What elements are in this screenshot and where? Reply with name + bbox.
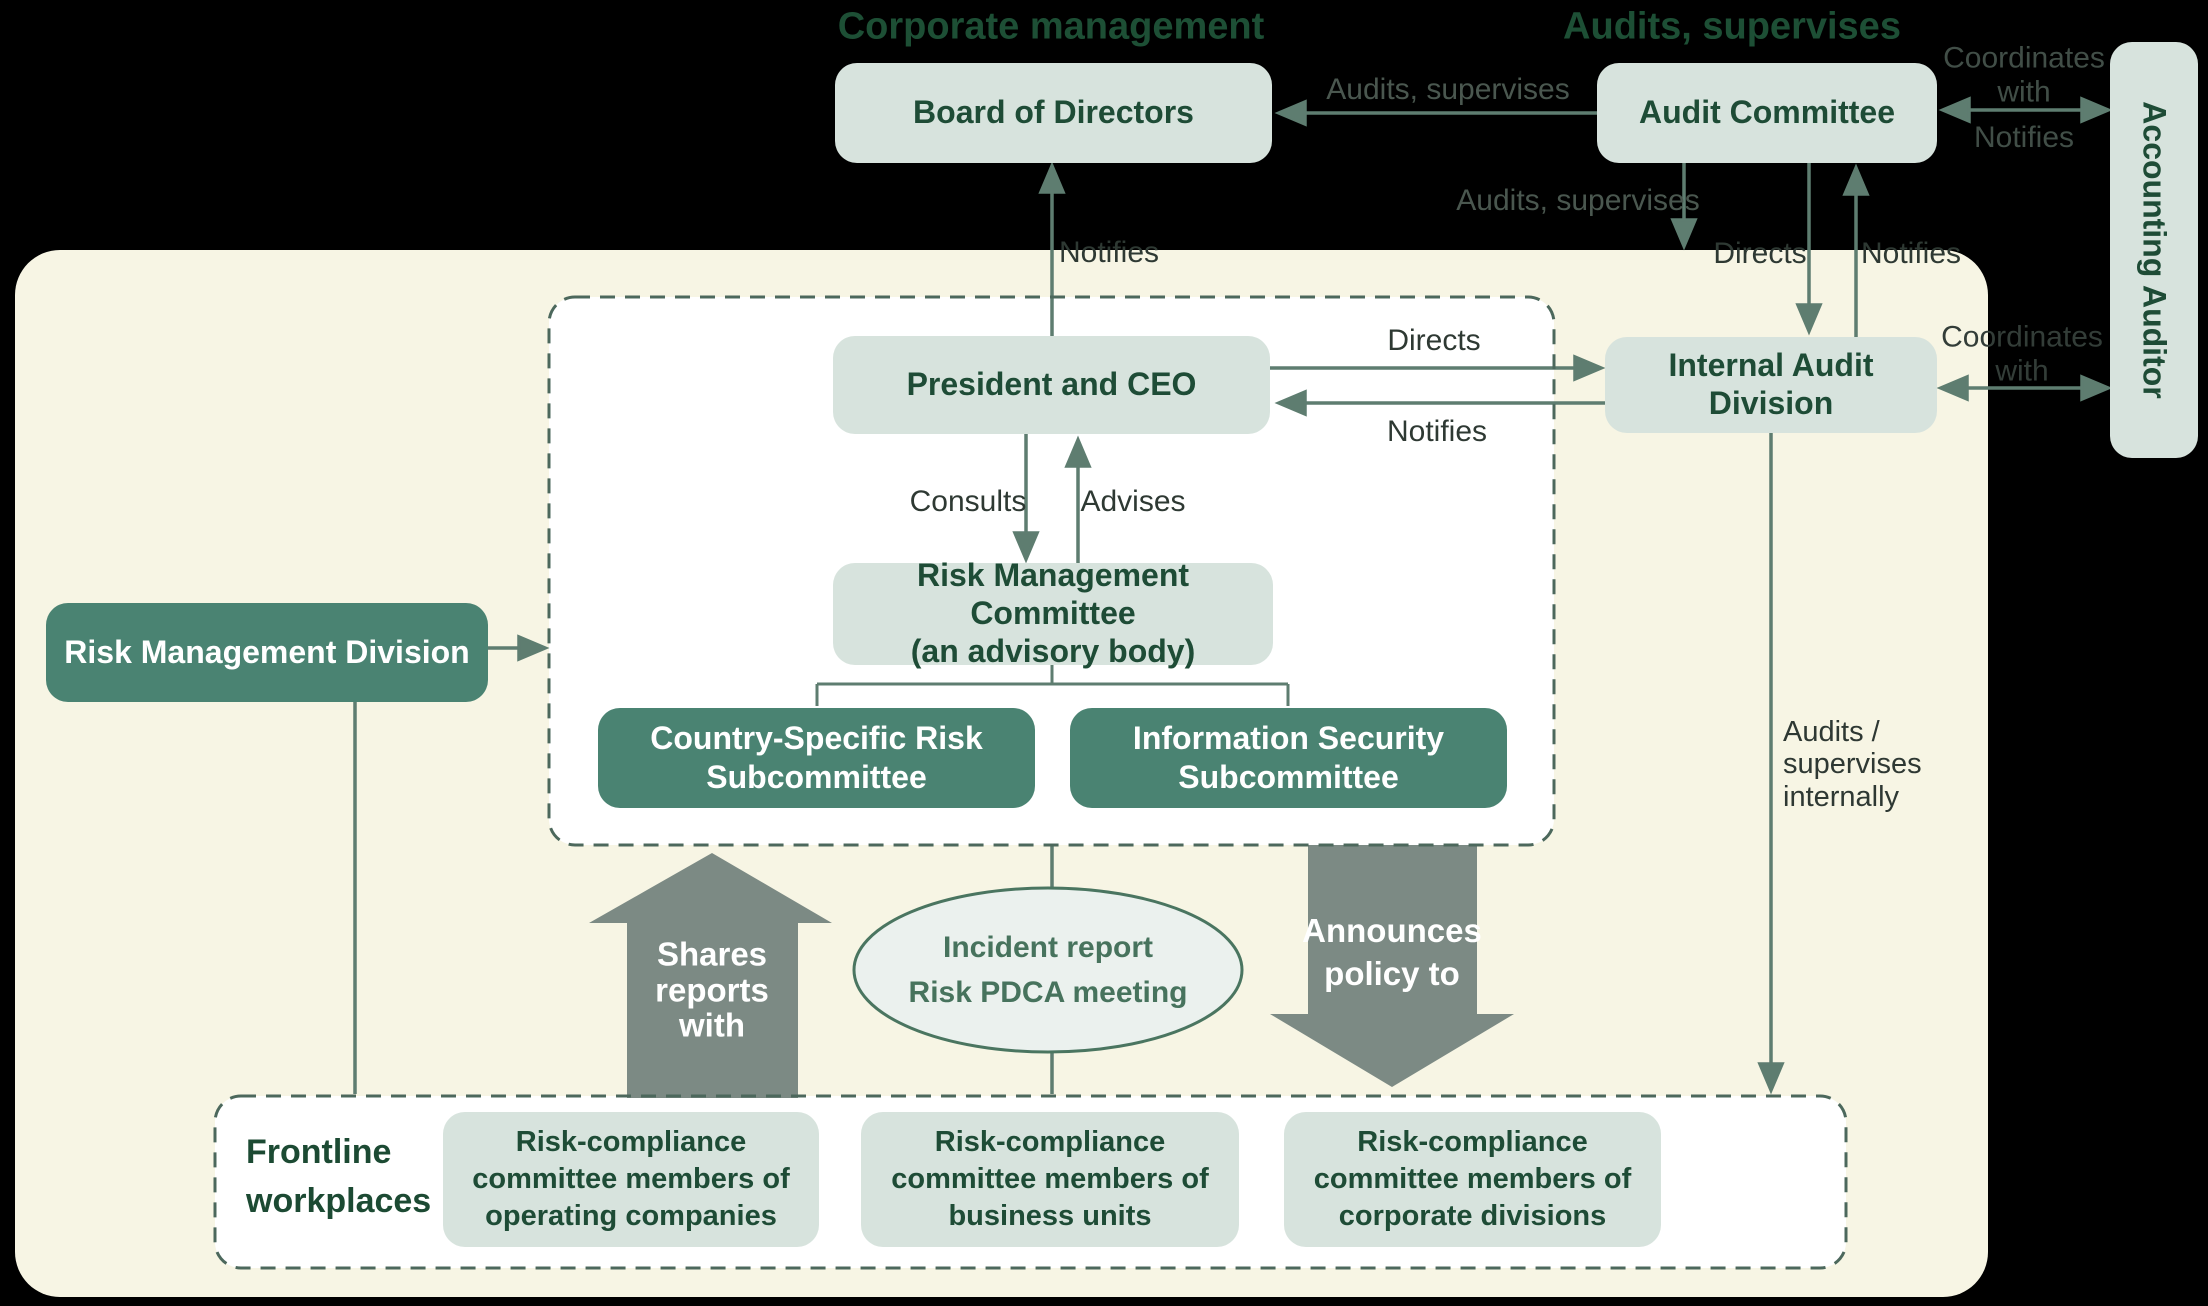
box-label-line1: Risk-compliance — [1357, 1125, 1588, 1158]
incident-ellipse — [852, 886, 1244, 1054]
label-line: with — [1995, 354, 2049, 387]
label-line: Audits / — [1783, 716, 1880, 748]
executive-group-border — [547, 295, 1556, 847]
label-line: Risk PDCA meeting — [908, 976, 1188, 1009]
box-label-line1: Risk-compliance — [515, 1125, 747, 1158]
box-label-line2: Subcommittee — [1178, 759, 1399, 795]
box-label-line1: Risk-compliance — [934, 1125, 1166, 1158]
box-label-line2: Subcommittee — [706, 759, 927, 795]
box-label-line3: operating companies — [485, 1200, 777, 1233]
label-line: Announces — [1302, 912, 1482, 950]
label-line: Coordinates — [1941, 320, 2103, 354]
up-arrow-shares — [589, 853, 832, 1098]
label-audits-internally: Audits / supervises internally — [1783, 716, 1922, 813]
box-accounting-auditor-label: Accounting Auditor — [2136, 101, 2173, 399]
label-audits-supervises-mid: Audits, supervises — [1456, 184, 1700, 218]
arrowhead-up-advises — [1064, 435, 1092, 468]
heading-corporate-management: Corporate management — [837, 5, 1265, 48]
box-label-line2: (an advisory body) — [910, 632, 1196, 669]
box-label-line2: committee members of — [891, 1162, 1209, 1195]
box-label: Internal Audit Division — [1668, 347, 1874, 421]
label-directs-ac: Directs — [1713, 237, 1807, 271]
label-line: reports — [655, 971, 769, 1009]
box-label-line2: committee members of — [472, 1162, 790, 1195]
heading-audits-supervises: Audits, supervises — [1563, 5, 1901, 48]
label-notifies-president: Notifies — [1386, 415, 1488, 449]
label-directs-president: Directs — [1387, 324, 1481, 358]
label-line: Shares — [656, 935, 768, 973]
box-president-ceo: President and CEO — [833, 336, 1270, 434]
label-line: Coordinates — [1943, 41, 2105, 75]
frontline-group-border — [213, 1094, 1848, 1270]
label-frontline-workplaces: Frontline workplaces — [246, 1128, 431, 1227]
box-label-line3: corporate divisions — [1338, 1200, 1607, 1233]
arrowhead-left-board — [1274, 99, 1307, 127]
label-incident-report: Incident report Risk PDCA meeting — [909, 925, 1188, 1015]
box-internal-audit-division: Internal Audit Division — [1605, 337, 1937, 433]
arrowhead-left-president — [1274, 389, 1307, 417]
arrowhead-up-ac — [1842, 163, 1870, 196]
label-consults: Consults — [909, 485, 1027, 519]
arrowhead-down-consults — [1012, 531, 1040, 564]
label-line: internally — [1783, 780, 1900, 813]
label-advises: Advises — [1080, 485, 1186, 519]
label-line: Frontline — [246, 1133, 392, 1171]
edge-subcommittee-tree — [815, 665, 1290, 706]
box-label-line1: Information Security — [1132, 719, 1445, 756]
arrowhead-left-iad — [1936, 374, 1969, 402]
box-label-line1: Country-Specific Risk — [650, 719, 983, 756]
box-label: Board of Directors — [913, 94, 1194, 131]
box-frontline-corporate-divisions: Risk-compliance committee members of cor… — [1284, 1112, 1661, 1247]
box-label-line2: committee members of — [1313, 1162, 1632, 1195]
arrowhead-down-frontline — [1757, 1062, 1785, 1095]
label-line: supervises — [1783, 748, 1922, 781]
green-connectors — [353, 96, 2113, 1095]
label-audits-supervises-top: Audits, supervises — [1326, 73, 1570, 107]
down-arrow-announces — [1270, 845, 1514, 1087]
arrowhead-right-aa-bottom — [2080, 374, 2113, 402]
box-label: President and CEO — [906, 366, 1197, 403]
box-label-line1: Risk Management Committee — [916, 557, 1190, 632]
box-frontline-operating-companies: Risk-compliance committee members of ope… — [443, 1112, 819, 1247]
box-frontline-business-units: Risk-compliance committee members of bus… — [861, 1112, 1239, 1247]
box-label-line3: business units — [948, 1200, 1152, 1233]
label-notifies-board: Notifies — [1058, 236, 1160, 270]
arrowhead-right-iad — [1573, 354, 1606, 382]
box-audit-committee: Audit Committee — [1597, 63, 1937, 163]
box-accounting-auditor — [2110, 42, 2198, 458]
label-shares-reports-with: Shares reports with — [655, 935, 769, 1044]
arrowhead-down-iad — [1795, 303, 1823, 336]
box-label: Risk Management Division — [64, 633, 470, 670]
label-coordinates-with-bottom: Coordinates with — [1941, 320, 2103, 387]
label-coordinates-with-top: Coordinates with — [1943, 41, 2105, 108]
arrowhead-right-aa-top — [2080, 96, 2113, 124]
box-information-security: Information Security Subcommittee — [1070, 708, 1507, 808]
arrowhead-down-panel — [1670, 218, 1698, 251]
box-country-specific-risk: Country-Specific Risk Subcommittee — [598, 708, 1035, 808]
label-line: with — [679, 1006, 745, 1044]
label-notifies-aa: Notifies — [1973, 121, 2075, 155]
box-label: Audit Committee — [1639, 94, 1895, 131]
box-risk-management-division: Risk Management Division — [46, 603, 488, 702]
arrowhead-up-board — [1038, 161, 1066, 194]
arrowhead-left-ac — [1938, 96, 1971, 124]
label-announces-policy: Announces policy to — [1302, 910, 1482, 996]
arrowhead-right-group — [517, 634, 550, 662]
label-line: workplaces — [246, 1182, 432, 1221]
gray-flow-arrows — [589, 845, 1514, 1098]
label-line: with — [1997, 75, 2051, 108]
label-line: Incident report — [942, 931, 1154, 964]
label-line: policy to — [1324, 955, 1460, 992]
box-board-of-directors: Board of Directors — [835, 63, 1272, 163]
box-risk-management-committee: Risk Management Committee (an advisory b… — [833, 557, 1273, 669]
label-notifies-ac: Notifies — [1860, 237, 1962, 271]
